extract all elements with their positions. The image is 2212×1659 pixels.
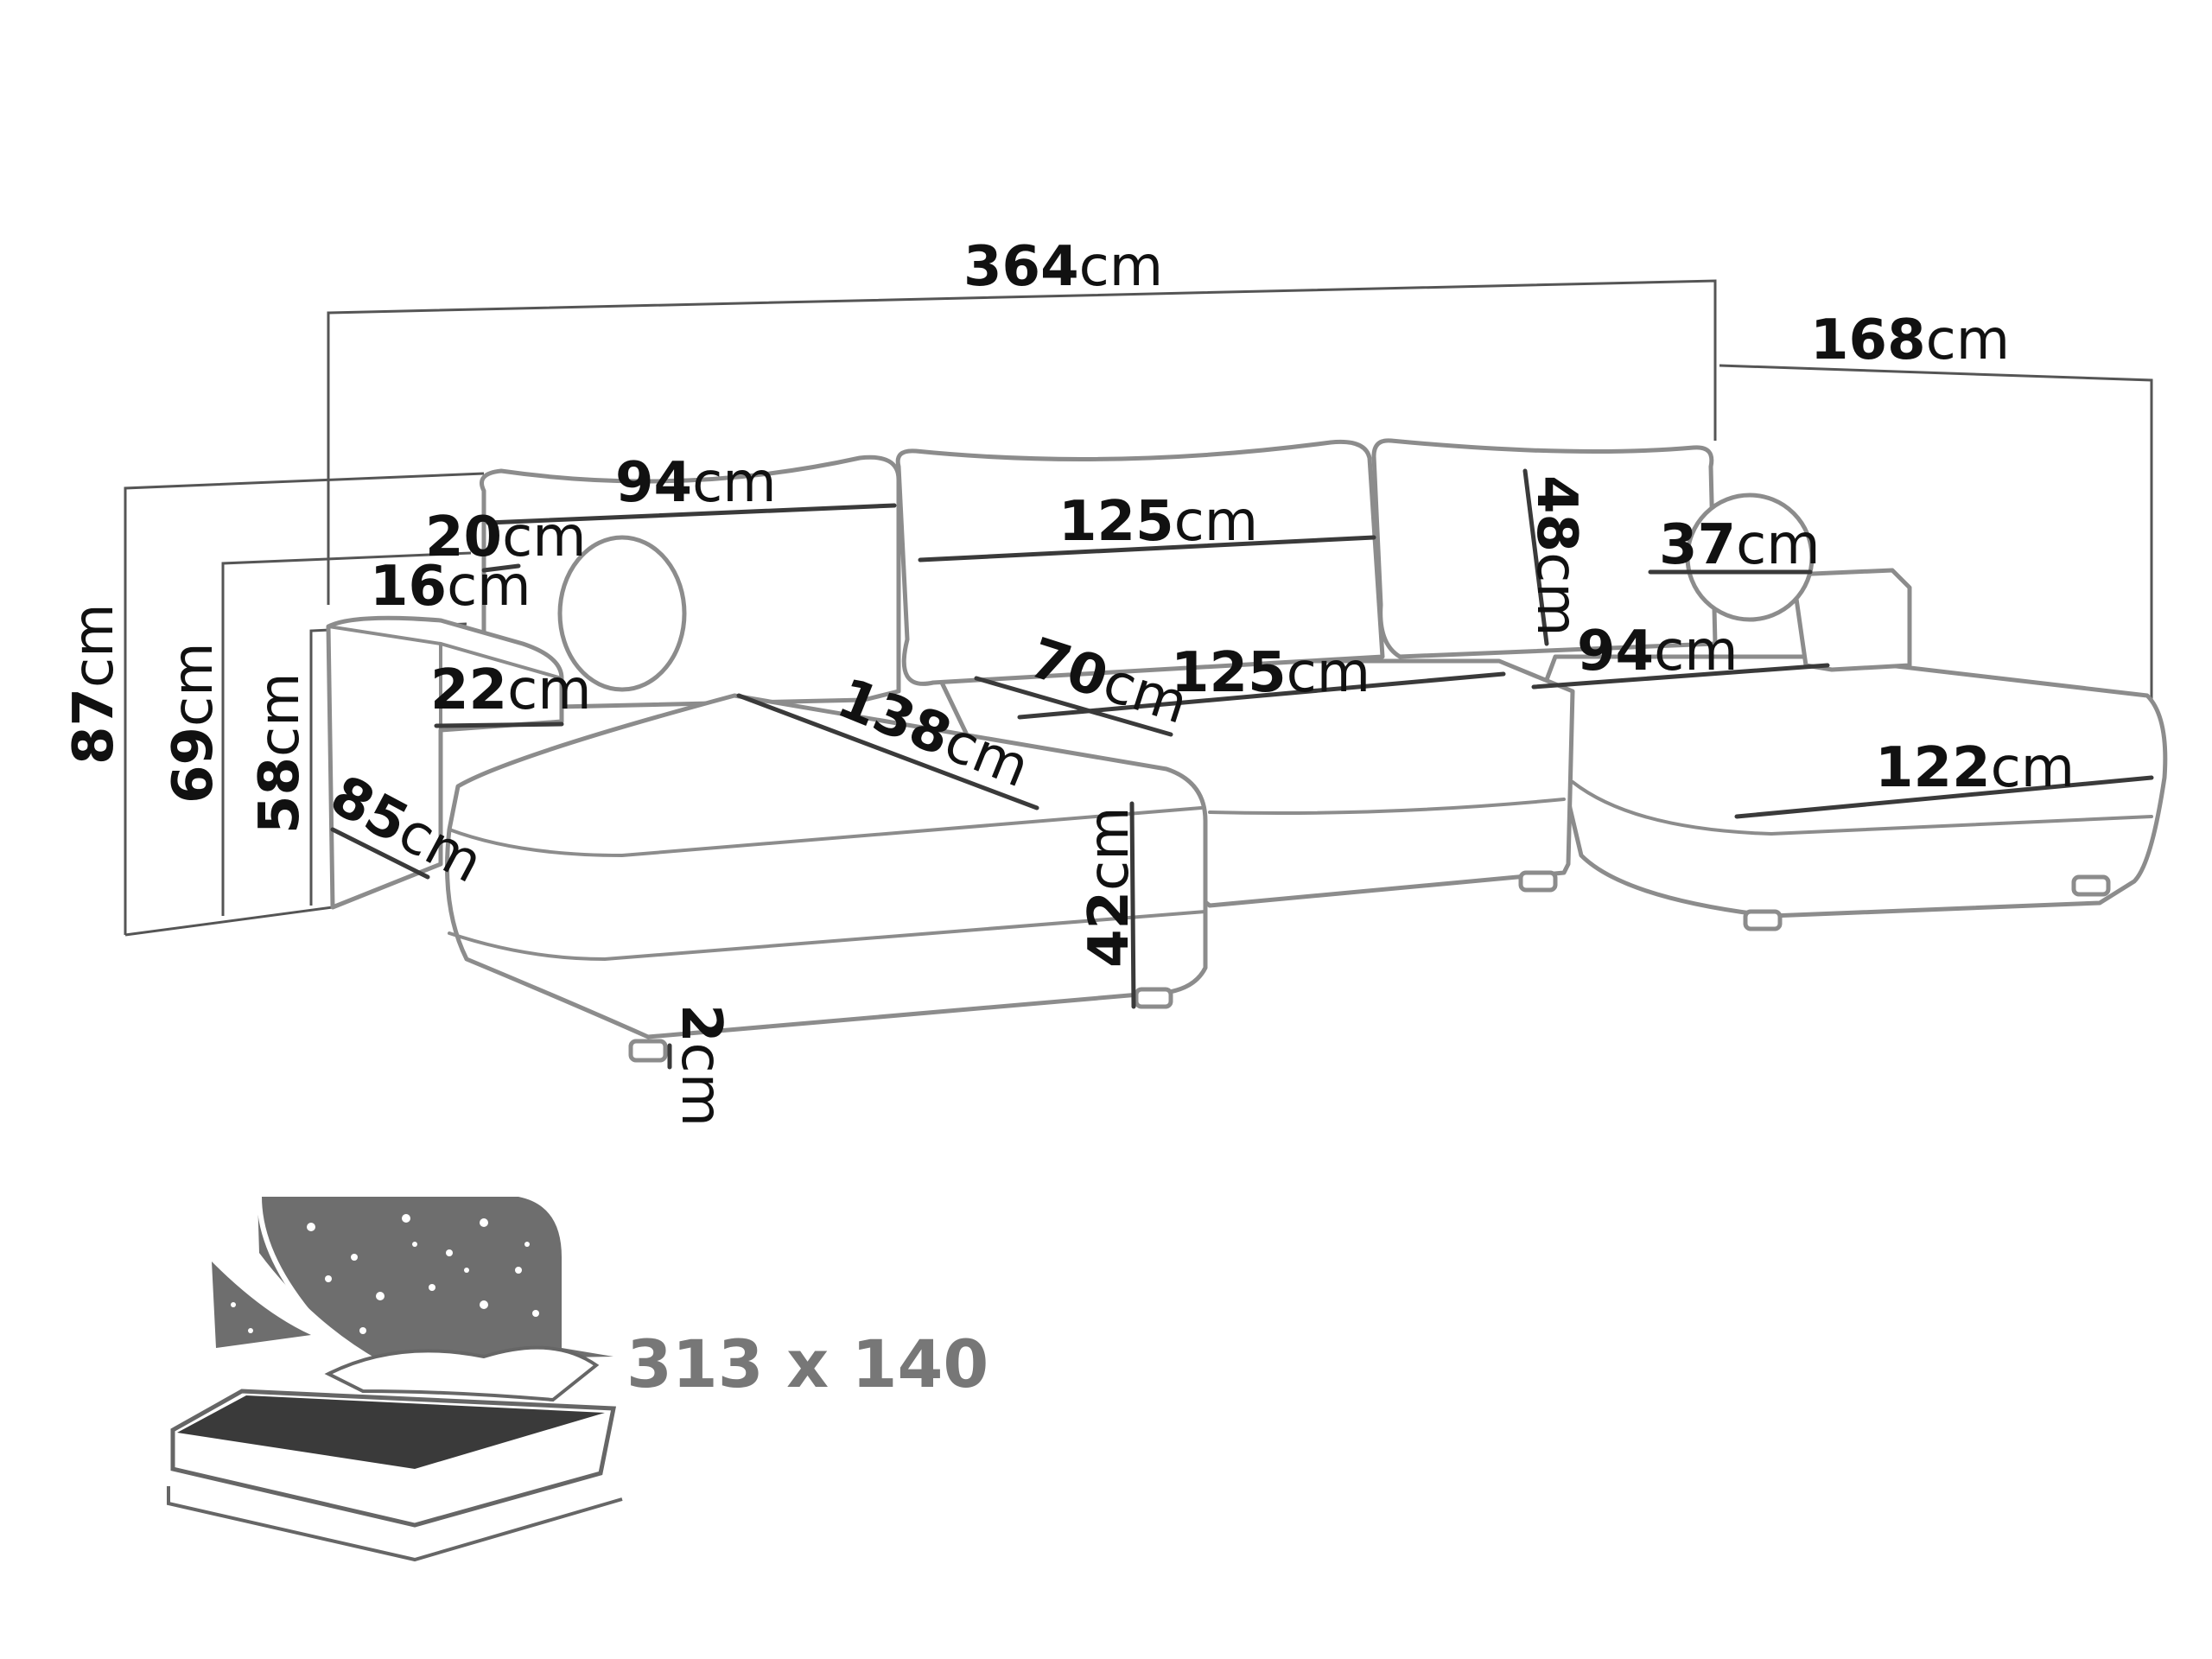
foot	[2071, 874, 2111, 897]
back-cushion-right	[1371, 438, 1718, 659]
plane-364	[327, 279, 1717, 605]
dimension-labels: 364cm 168cm 94cm 125cm 48cm 37cm 20cm 16…	[62, 235, 2075, 1127]
dim-line-20	[481, 563, 521, 573]
label-87: 87cm	[62, 603, 126, 765]
height-reference-planes	[124, 279, 2153, 937]
dim-line-70	[974, 676, 1173, 737]
plane-87	[124, 472, 485, 935]
plane-69	[221, 551, 472, 916]
bed-size-label: 313 x 140	[626, 1325, 988, 1402]
right-chaise	[1540, 654, 2168, 918]
label-48: 48cm	[1524, 475, 1588, 637]
label-37: 37cm	[1659, 513, 1821, 577]
dim-line-122	[1734, 775, 2154, 819]
left-chaise	[445, 693, 1208, 1039]
back-cushion-center	[895, 439, 1385, 686]
dim-line-48	[1522, 468, 1549, 646]
dim-line-125-seat	[1017, 671, 1506, 720]
label-364: 364cm	[963, 235, 1163, 299]
label-22: 22cm	[430, 658, 592, 722]
label-168: 168cm	[1810, 308, 2010, 372]
dim-line-42	[1129, 801, 1136, 1009]
right-armrest	[1790, 568, 1912, 672]
foot	[1134, 987, 1173, 1009]
label-69: 69cm	[162, 642, 226, 804]
label-122: 122cm	[1875, 736, 2075, 800]
dim-line-85	[330, 827, 430, 880]
foot	[1743, 909, 1783, 931]
dim-line-125-back	[918, 535, 1376, 563]
foot	[1518, 870, 1558, 893]
stars	[231, 1214, 539, 1334]
label-125-back: 125cm	[1058, 490, 1258, 554]
dim-line-94-chaise	[1531, 663, 1830, 690]
dim-line-94-back	[486, 503, 897, 525]
label-16: 16cm	[370, 555, 531, 619]
foot	[628, 1039, 668, 1063]
label-94-back: 94cm	[615, 451, 777, 515]
dimension-lines	[330, 468, 2154, 1070]
label-58: 58cm	[248, 672, 312, 834]
plane-168	[1719, 364, 2153, 752]
roll-pillow-right	[1685, 493, 1815, 622]
label-94-chaise: 94cm	[1577, 620, 1738, 683]
label-125-seat: 125cm	[1171, 641, 1370, 705]
dim-line-138	[736, 693, 1039, 810]
bed-icon	[167, 1196, 623, 1562]
label-20: 20cm	[425, 505, 587, 569]
label-2: 2cm	[669, 1004, 733, 1127]
dim-line-22	[434, 721, 564, 728]
label-42: 42cm	[1077, 806, 1141, 968]
pillows	[324, 1345, 600, 1402]
roll-pillow-left	[557, 535, 687, 692]
